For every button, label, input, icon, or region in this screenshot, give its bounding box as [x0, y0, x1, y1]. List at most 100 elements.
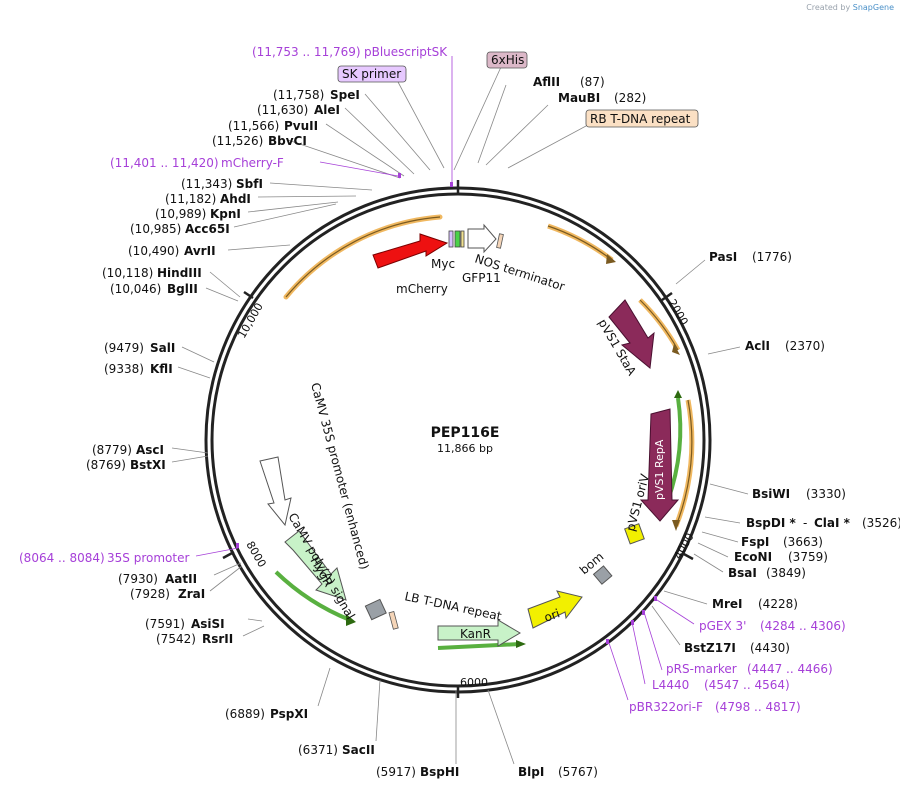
site-asisi[interactable]: AsiSI [191, 617, 225, 631]
site-asisi-pos: (7591) [145, 617, 185, 631]
bom-feature[interactable] [592, 565, 613, 585]
site-pspxi-pos: (6889) [225, 707, 265, 721]
site-bsai[interactable]: BsaI [728, 566, 757, 580]
arrowhead-stba [672, 344, 680, 355]
site-kpni-pos: (10,989) [155, 207, 206, 221]
primer-mcherry-f[interactable]: mCherry-F [221, 156, 284, 170]
rb-tdna-box[interactable] [585, 109, 699, 128]
site-kfli[interactable]: KflI [150, 362, 173, 376]
site-acli[interactable]: AclI [745, 339, 770, 353]
camv-35s-label: CaMV 35S promoter (enhanced) [308, 381, 371, 571]
green-arc-hygr [274, 570, 351, 622]
site-pspxi[interactable]: PspXI [270, 707, 308, 721]
pvs1-staa-feature[interactable] [608, 299, 655, 369]
green-arrowhead-repa [674, 390, 682, 398]
his-feature[interactable] [460, 230, 465, 248]
gfp11-feature[interactable] [454, 230, 461, 248]
camv-35s-promoter-feature[interactable] [259, 456, 292, 527]
6xhis-label: 6xHis [491, 53, 524, 67]
site-bstxi[interactable]: BstXI [130, 458, 166, 472]
site-kfli-pos: (9338) [104, 362, 144, 376]
site-bstz17i-pos: (4430) [750, 641, 790, 655]
site-bsphi-pos: (5917) [376, 765, 416, 779]
site-bbvci-pos: (11,526) [212, 134, 263, 148]
snapgene-credit: Created by SnapGene [806, 3, 894, 12]
hygr-feature[interactable] [284, 530, 347, 601]
site-bglii[interactable]: BglII [167, 282, 198, 296]
primer-35s-pos: (8064 .. 8084) [19, 551, 105, 565]
site-bstz17i[interactable]: BstZ17I [684, 641, 736, 655]
primer-ticks [236, 173, 657, 644]
lb-tdna-feature[interactable] [388, 611, 399, 630]
site-alei[interactable]: AleI [314, 103, 340, 117]
6xhis-box[interactable] [486, 51, 528, 69]
site-asci[interactable]: AscI [136, 443, 164, 457]
site-acc65i[interactable]: Acc65I [185, 222, 230, 236]
site-bstxi-pos: (8769) [86, 458, 126, 472]
camv-polya-feature[interactable] [364, 598, 387, 621]
site-aatii[interactable]: AatII [165, 572, 197, 586]
site-bsai-pos: (3849) [766, 566, 806, 580]
site-mrei[interactable]: MreI [712, 597, 742, 611]
site-sali-pos: (9479) [104, 341, 144, 355]
snapgene-logo-text: SnapGene [852, 3, 894, 12]
green-arrowhead-hygr [346, 614, 356, 626]
rb-tdna-feature[interactable] [496, 233, 504, 249]
site-maubi-pos: (282) [614, 91, 646, 105]
site-blpi[interactable]: BlpI [518, 765, 544, 779]
tick-2000 [661, 291, 673, 302]
site-mrei-pos: (4228) [758, 597, 798, 611]
primer-l4440[interactable]: L4440 [652, 678, 689, 692]
orange-arc-stba-inner [639, 299, 679, 351]
primer-pgex3-pos: (4284 .. 4306) [760, 619, 846, 633]
site-pvuii[interactable]: PvuII [284, 119, 318, 133]
ori-feature[interactable] [527, 590, 583, 629]
site-bbvci[interactable]: BbvCI [268, 134, 307, 148]
site-rsrii[interactable]: RsrII [202, 632, 233, 646]
site-pvuii-pos: (11,566) [228, 119, 279, 133]
site-avrii[interactable]: AvrII [184, 244, 216, 258]
site-sbfi[interactable]: SbfI [236, 177, 263, 191]
primer-pgex3[interactable]: pGEX 3' [699, 619, 746, 633]
lb-tdna-label: LB T-DNA repeat [403, 589, 503, 623]
site-fspi[interactable]: FspI [741, 535, 769, 549]
green-arc-kanr [437, 642, 521, 650]
site-maubi[interactable]: MauBI [558, 91, 600, 105]
site-acli-pos: (2370) [785, 339, 825, 353]
site-kpni[interactable]: KpnI [210, 207, 241, 221]
site-sacii[interactable]: SacII [342, 743, 375, 757]
site-ahdi[interactable]: AhdI [220, 192, 251, 206]
mcherry-feature[interactable] [372, 233, 449, 269]
primer-pbr322ori-f[interactable]: pBR322ori-F [629, 700, 703, 714]
myc-feature[interactable] [448, 230, 454, 248]
site-bsiwi[interactable]: BsiWI [752, 487, 790, 501]
site-ahdi-pos: (11,182) [165, 192, 216, 206]
site-zrai[interactable]: ZraI [178, 587, 205, 601]
kanr-feature[interactable] [437, 619, 521, 647]
nos-terminator-feature[interactable] [467, 223, 497, 254]
site-bspdi[interactable]: BspDI * [746, 516, 796, 530]
site-hindiii[interactable]: HindIII [157, 266, 202, 280]
repa-label: pVS1 RepA [653, 439, 666, 500]
site-aflii-pos: (87) [580, 75, 605, 89]
site-econi[interactable]: EcoNI [734, 550, 772, 564]
primer-35s-promoter[interactable]: 35S promoter [107, 551, 189, 565]
tick-10000 [243, 290, 254, 300]
tick-label-6000: 6000 [460, 676, 488, 689]
pvs1-oriv-feature[interactable] [624, 523, 645, 545]
pvs1-repa-feature[interactable] [639, 408, 680, 522]
primer-pbluescriptsk[interactable]: pBluescriptSK [364, 45, 448, 59]
site-aflii[interactable]: AflII [533, 75, 560, 89]
site-blpi-pos: (5767) [558, 765, 598, 779]
green-arrowhead-kanr [516, 640, 526, 648]
site-pasi-pos: (1776) [752, 250, 792, 264]
site-pasi[interactable]: PasI [709, 250, 737, 264]
site-sali[interactable]: SalI [150, 341, 175, 355]
sk-primer-box[interactable] [337, 65, 407, 83]
site-spei[interactable]: SpeI [330, 88, 360, 102]
site-aatii-pos: (7930) [118, 572, 158, 586]
site-bsphi[interactable]: BspHI [420, 765, 459, 779]
site-clai[interactable]: ClaI * [814, 516, 851, 530]
primer-prs-marker[interactable]: pRS-marker [666, 662, 737, 676]
